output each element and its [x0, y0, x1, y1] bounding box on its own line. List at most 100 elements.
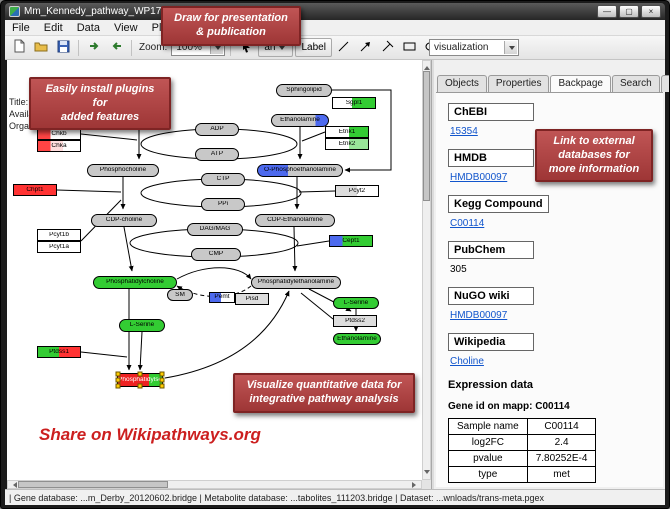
node-phosphatidylserine[interactable]: Phosphatidylserine	[115, 371, 165, 389]
selection-handle[interactable]	[115, 383, 121, 389]
node-pcyt1b[interactable]: Pcyt1b	[37, 229, 81, 241]
tab-backpage[interactable]: Backpage	[550, 75, 611, 92]
node-dag-mag[interactable]: DAG/MAG	[187, 223, 243, 236]
node-cdp-ethanolamine[interactable]: CDP-Ethanolamine	[255, 214, 335, 227]
node-ethanolamine[interactable]: Ethanolamine	[271, 114, 329, 127]
menu-item-data[interactable]: Data	[76, 21, 100, 34]
node-pisd[interactable]: Pisd	[235, 293, 269, 305]
close-button[interactable]: ×	[641, 5, 661, 18]
node-ptdss1[interactable]: Ptdss1	[37, 346, 81, 358]
node-chpt1[interactable]: Chpt1	[13, 184, 57, 196]
menu-item-view[interactable]: View	[113, 21, 138, 34]
node-etnk1[interactable]: Etnk1	[325, 126, 369, 138]
tab-objects[interactable]: Objects	[437, 75, 487, 92]
backpage-link[interactable]: 15354	[450, 126, 478, 137]
pathway-edge[interactable]	[123, 226, 134, 272]
panel-splitter[interactable]	[431, 60, 434, 489]
node-pcyt1a[interactable]: Pcyt1a	[37, 241, 81, 253]
node-pcyt2[interactable]: Pcyt2	[335, 185, 379, 197]
selection-handle[interactable]	[115, 371, 121, 377]
tab-properties[interactable]: Properties	[487, 75, 550, 92]
scroll-left-icon[interactable]	[10, 482, 17, 488]
status-bar: | Gene database: ...m_Derby_20120602.bri…	[5, 489, 665, 505]
node-label: Chka	[51, 142, 67, 149]
node-cept1[interactable]: Cept1	[329, 235, 373, 247]
maximize-button[interactable]: ▢	[619, 5, 639, 18]
rectangle-tool-button[interactable]	[400, 38, 420, 57]
callout-plugins: Easily install plugins for added feature…	[29, 77, 171, 131]
selection-handle[interactable]	[137, 383, 143, 389]
menu-item-file[interactable]: File	[12, 21, 30, 34]
vertical-scroll-thumb[interactable]	[423, 71, 430, 201]
pathway-edge[interactable]	[137, 331, 143, 371]
save-button[interactable]	[53, 38, 73, 57]
minimize-button[interactable]: —	[597, 5, 617, 18]
pathway-edge[interactable]	[80, 351, 128, 358]
node-pemt[interactable]: Pemt	[209, 292, 235, 303]
backpage-link[interactable]: C00114	[450, 218, 485, 229]
selection-handle[interactable]	[159, 377, 165, 383]
vertical-scrollbar[interactable]	[422, 60, 431, 480]
node-ppi[interactable]: PPi	[201, 198, 245, 211]
tab-legend[interactable]: Legend	[660, 75, 669, 92]
node-ctp[interactable]: CTP	[201, 173, 245, 186]
arrow-tool-button[interactable]	[356, 38, 376, 57]
node-o-phosphoethanolamine[interactable]: O-Phosphoethanolamine	[257, 164, 343, 177]
tab-search[interactable]: Search	[611, 75, 660, 92]
pathway-edge[interactable]	[300, 292, 334, 320]
node-atp[interactable]: ATP	[195, 148, 239, 161]
import-button[interactable]	[84, 38, 104, 57]
pathway-edge[interactable]	[80, 133, 138, 141]
node-sgpl1[interactable]: Sgpl1	[332, 97, 376, 109]
pathway-edge[interactable]	[56, 189, 122, 193]
node-l-serine[interactable]: L-Serine	[119, 319, 165, 332]
pathway-edge[interactable]	[292, 226, 298, 272]
node-ethanolamine[interactable]: Ethanolamine	[333, 333, 381, 345]
scroll-down-icon[interactable]	[424, 470, 430, 477]
selection-handle[interactable]	[159, 383, 165, 389]
scroll-right-icon[interactable]	[412, 482, 419, 488]
node-cmp[interactable]: CMP	[191, 248, 241, 261]
node-chka[interactable]: Chka	[37, 140, 81, 152]
label-tool-button[interactable]: Label	[295, 38, 332, 57]
selection-handle[interactable]	[159, 371, 165, 377]
backpage-link[interactable]: HMDB00097	[450, 310, 508, 321]
node-etnk2[interactable]: Etnk2	[325, 138, 369, 150]
visualization-combobox[interactable]: visualization	[429, 39, 519, 56]
window-title: Mm_Kennedy_pathway_WP1771_45176.gp...	[24, 6, 229, 17]
new-file-button[interactable]	[9, 38, 29, 57]
pathway-edge[interactable]	[164, 290, 290, 379]
node-l-serine[interactable]: L-Serine	[333, 297, 379, 309]
scroll-up-icon[interactable]	[424, 63, 430, 70]
node-adp[interactable]: ADP	[195, 123, 239, 136]
pathway-edge[interactable]	[301, 131, 326, 142]
node-phosphatidylethanolamine[interactable]: Phosphatidylethanolamine	[251, 276, 341, 289]
node-phosphocholine[interactable]: Phosphocholine	[87, 164, 159, 177]
line-tool-button[interactable]	[334, 38, 354, 57]
pathway-edge[interactable]	[332, 89, 392, 173]
node-sphingolipid[interactable]: Sphingolipid	[276, 84, 332, 97]
node-phosphatidylcholine[interactable]: Phosphatidylcholine	[93, 276, 177, 289]
selection-handle[interactable]	[137, 371, 143, 377]
pathway-edge[interactable]	[176, 267, 252, 280]
menu-item-edit[interactable]: Edit	[43, 21, 63, 34]
open-file-button[interactable]	[31, 38, 51, 57]
node-cdp-choline[interactable]: CDP-choline	[91, 214, 157, 227]
pathway-edge[interactable]	[296, 240, 330, 247]
node-ptdss2[interactable]: Ptdss2	[333, 315, 377, 327]
node-label: Phosphatidylcholine	[106, 279, 164, 286]
backpage-link[interactable]: Choline	[450, 356, 484, 367]
horizontal-scrollbar[interactable]	[7, 480, 422, 489]
visualization-dropdown-icon[interactable]	[504, 41, 517, 54]
rectangle-icon	[403, 40, 416, 56]
backpage-link[interactable]: HMDB00097	[450, 172, 508, 183]
node-sm[interactable]: SM	[167, 289, 193, 301]
selection-handle[interactable]	[115, 377, 121, 383]
export-icon	[110, 40, 123, 56]
horizontal-scroll-thumb[interactable]	[18, 481, 168, 488]
pathway-edge[interactable]	[298, 190, 336, 193]
tbar-tool-button[interactable]	[378, 38, 398, 57]
export-button[interactable]	[106, 38, 126, 57]
title-bar[interactable]: Mm_Kennedy_pathway_WP1771_45176.gp... — …	[5, 3, 665, 20]
